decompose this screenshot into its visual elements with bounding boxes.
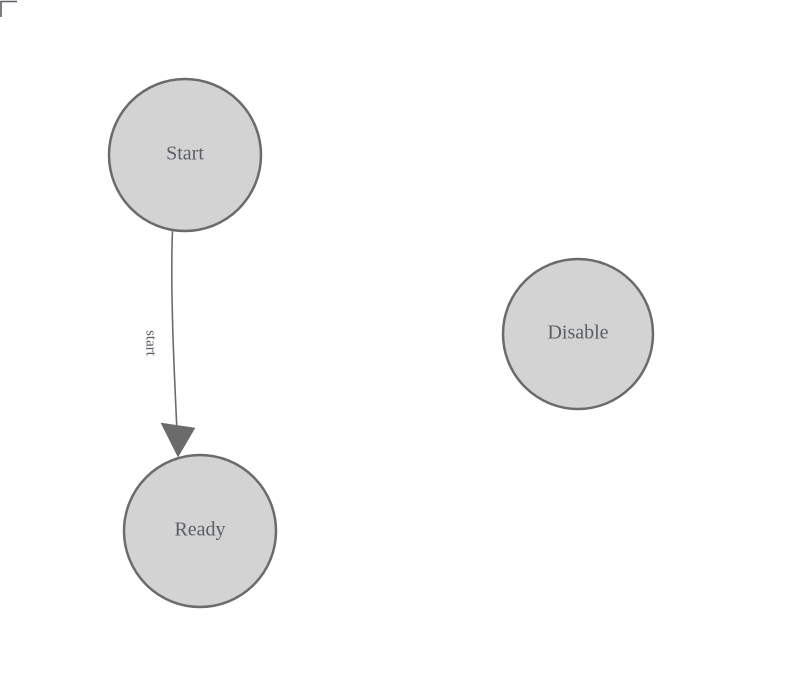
node-disable[interactable]: Disable bbox=[501, 257, 655, 411]
node-disable-label: Disable bbox=[547, 322, 608, 344]
edge-label-start: start bbox=[143, 330, 159, 357]
node-ready-circle[interactable] bbox=[122, 453, 278, 609]
arrowhead-icon bbox=[160, 422, 196, 458]
edge-line bbox=[170, 230, 179, 453]
node-start-label: Start bbox=[166, 143, 204, 165]
frame-corner-top-left-icon bbox=[0, 0, 17, 17]
node-ready[interactable]: Ready bbox=[122, 453, 278, 609]
edge-label-group: start bbox=[143, 330, 159, 357]
node-ready-label: Ready bbox=[174, 519, 225, 541]
node-disable-circle[interactable] bbox=[501, 257, 655, 411]
node-start-circle[interactable] bbox=[107, 77, 263, 233]
edge-start-to-ready[interactable]: start bbox=[143, 230, 196, 458]
node-start[interactable]: Start bbox=[107, 77, 263, 233]
